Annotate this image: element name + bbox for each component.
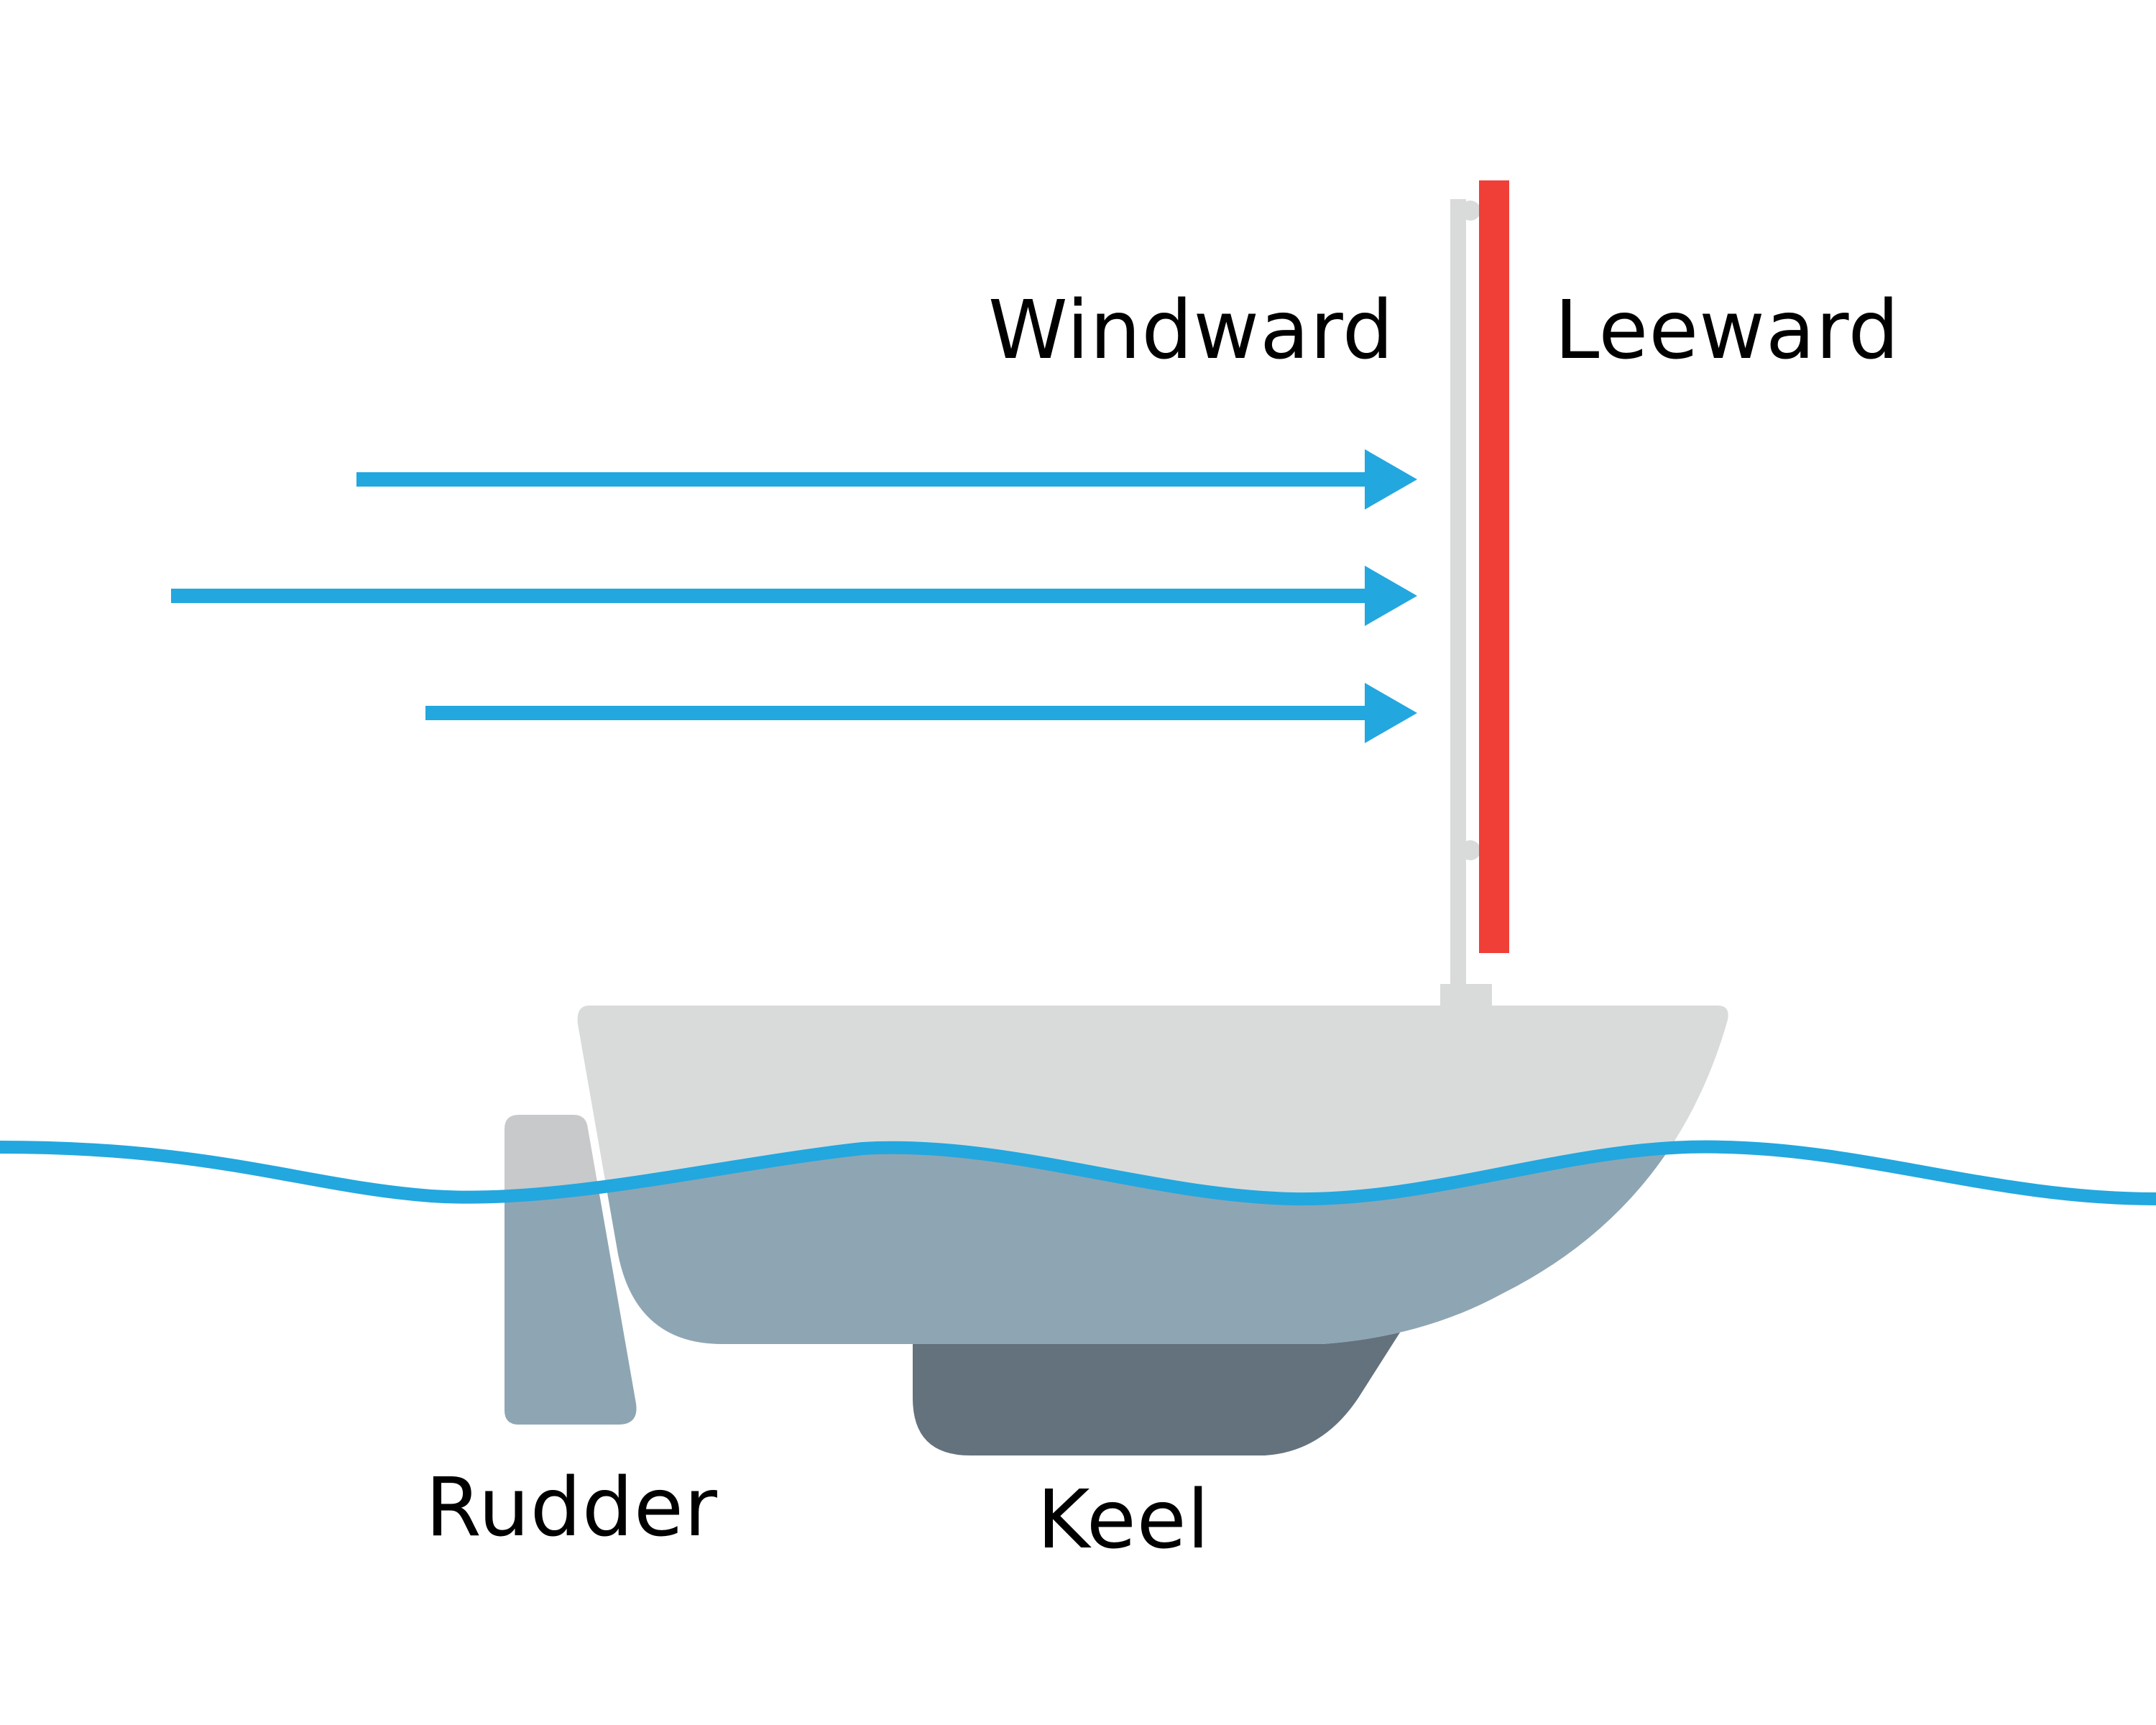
wind-arrow-bottom <box>425 683 1417 743</box>
mast-fitting-bottom <box>1460 840 1480 860</box>
waterline-wave <box>0 1140 2156 1206</box>
mast-fitting-top <box>1460 201 1480 221</box>
mast-pole <box>1450 199 1466 988</box>
mast <box>1440 199 1492 1008</box>
label-rudder: Rudder <box>425 1461 718 1555</box>
mast-base <box>1440 984 1492 1008</box>
wind-arrows <box>171 449 1417 743</box>
label-keel: Keel <box>1037 1473 1210 1567</box>
label-leeward: Leeward <box>1554 284 1900 377</box>
wind-arrow-middle <box>171 566 1417 626</box>
label-windward: Windward <box>988 284 1394 377</box>
sail <box>1479 180 1509 953</box>
keel <box>913 1319 1409 1455</box>
wind-arrow-top <box>356 449 1417 510</box>
